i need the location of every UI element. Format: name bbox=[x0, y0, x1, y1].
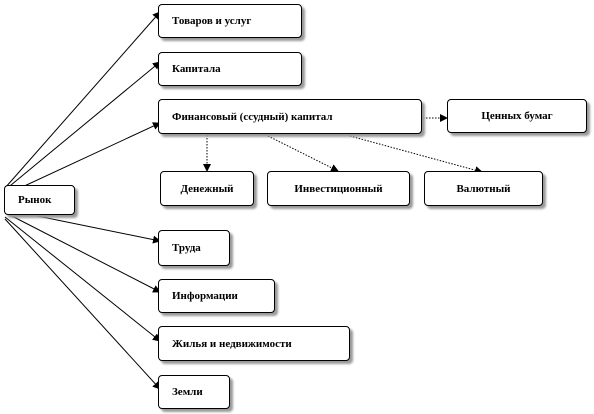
node-currency-label: Валютный bbox=[456, 182, 511, 195]
node-information: Информации bbox=[158, 279, 275, 313]
node-housing-label: Жилья и недвижимости bbox=[172, 337, 292, 350]
node-capital-label: Капитала bbox=[172, 63, 221, 75]
node-land-label: Земли bbox=[172, 386, 203, 398]
edge-root-to-labor bbox=[7, 209, 161, 244]
edge-loan-capital-to-currency bbox=[349, 135, 483, 175]
edge-loan-capital-to-investment bbox=[267, 135, 339, 172]
node-housing: Жилья и недвижимости bbox=[158, 326, 350, 361]
edge-root-to-goods bbox=[4, 11, 161, 189]
edge-root-to-capital bbox=[4, 61, 161, 191]
node-labor: Труда bbox=[158, 230, 230, 266]
node-labor-label: Труда bbox=[172, 242, 201, 254]
edge-root-to-loan-capital bbox=[4, 122, 161, 196]
node-securities: Ценных бумаг bbox=[447, 99, 587, 133]
node-loan-capital: Финансовый (ссудный) капитал bbox=[158, 99, 422, 134]
edge-root-to-land bbox=[4, 218, 161, 390]
node-land: Земли bbox=[158, 375, 230, 409]
node-capital: Капитала bbox=[158, 52, 302, 86]
node-securities-label: Ценных бумаг bbox=[481, 110, 553, 122]
node-loan-capital-label: Финансовый (ссудный) капитал bbox=[172, 110, 333, 123]
node-money: Денежный bbox=[160, 171, 254, 206]
node-investment-label: Инвестиционный bbox=[294, 182, 383, 195]
node-root-label: Рынок bbox=[18, 194, 52, 206]
node-goods: Товаров и услуг bbox=[158, 4, 302, 38]
node-investment: Инвестиционный bbox=[267, 171, 410, 206]
node-root: Рынок bbox=[4, 185, 75, 215]
edge-root-to-information bbox=[5, 212, 161, 293]
node-goods-label: Товаров и услуг bbox=[172, 15, 252, 27]
node-information-label: Информации bbox=[172, 290, 238, 302]
node-currency: Валютный bbox=[424, 171, 543, 206]
edge-root-to-housing bbox=[4, 216, 161, 342]
node-money-label: Денежный bbox=[180, 182, 234, 195]
